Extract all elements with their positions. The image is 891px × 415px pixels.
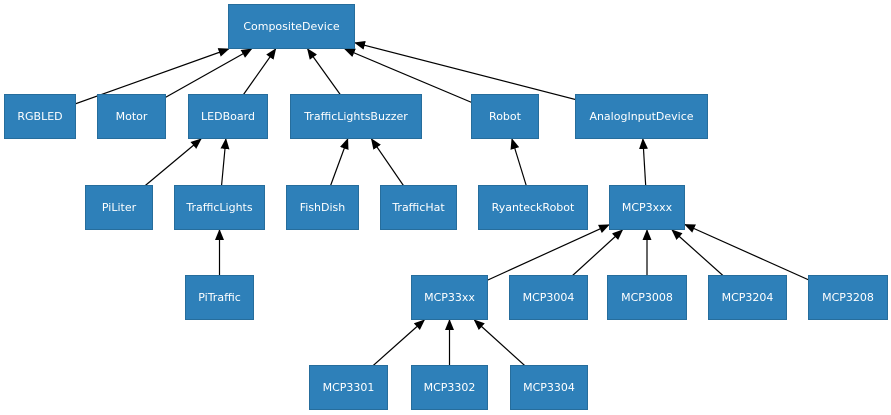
class-node-Robot[interactable]: Robot: [471, 94, 539, 139]
class-node-FishDish[interactable]: FishDish: [286, 185, 359, 230]
class-node-CompositeDevice[interactable]: CompositeDevice: [228, 4, 355, 49]
class-node-Motor[interactable]: Motor: [97, 94, 166, 139]
class-node-label: LEDBoard: [201, 110, 255, 123]
class-node-MCP3304[interactable]: MCP3304: [510, 365, 588, 410]
class-node-label: Motor: [115, 110, 148, 123]
class-node-MCP3302[interactable]: MCP3302: [411, 365, 488, 410]
class-node-RyanteckRobot[interactable]: RyanteckRobot: [478, 185, 588, 230]
class-node-label: MCP3302: [423, 381, 476, 394]
class-node-label: TrafficLights: [186, 201, 253, 214]
class-node-label: MCP3004: [522, 291, 575, 304]
class-node-PiLiter[interactable]: PiLiter: [85, 185, 153, 230]
class-node-label: MCP3204: [721, 291, 774, 304]
class-node-label: RyanteckRobot: [491, 201, 575, 214]
class-node-MCP3004[interactable]: MCP3004: [509, 275, 588, 320]
class-node-label: MCP3301: [322, 381, 375, 394]
class-node-TrafficLightsBuzzer[interactable]: TrafficLightsBuzzer: [290, 94, 422, 139]
class-node-TrafficHat[interactable]: TrafficHat: [380, 185, 457, 230]
class-node-label: TrafficHat: [392, 201, 445, 214]
class-node-AnalogInputDevice[interactable]: AnalogInputDevice: [575, 94, 708, 139]
class-node-TrafficLights[interactable]: TrafficLights: [174, 185, 265, 230]
class-node-label: MCP3008: [621, 291, 673, 304]
class-node-MCP3xxx[interactable]: MCP3xxx: [609, 185, 685, 230]
class-node-label: MCP3208: [822, 291, 874, 304]
class-node-MCP3208[interactable]: MCP3208: [808, 275, 888, 320]
class-node-MCP3301[interactable]: MCP3301: [309, 365, 388, 410]
class-node-MCP3204[interactable]: MCP3204: [708, 275, 787, 320]
class-node-label: FishDish: [299, 201, 346, 214]
class-node-PiTraffic[interactable]: PiTraffic: [185, 275, 254, 320]
class-node-label: TrafficLightsBuzzer: [304, 110, 408, 123]
class-node-label: MCP3xxx: [621, 201, 673, 214]
class-node-RGBLED[interactable]: RGBLED: [4, 94, 76, 139]
class-node-label: MCP3304: [523, 381, 575, 394]
class-node-MCP3008[interactable]: MCP3008: [607, 275, 687, 320]
class-node-label: PiLiter: [101, 201, 137, 214]
class-node-label: CompositeDevice: [243, 20, 340, 33]
class-node-label: AnalogInputDevice: [589, 110, 694, 123]
class-node-label: MCP33xx: [424, 291, 475, 304]
class-node-label: PiTraffic: [198, 291, 241, 304]
class-node-label: RGBLED: [17, 110, 63, 123]
class-node-LEDBoard[interactable]: LEDBoard: [188, 94, 268, 139]
class-node-label: Robot: [489, 110, 521, 123]
class-node-MCP33xx[interactable]: MCP33xx: [411, 275, 488, 320]
